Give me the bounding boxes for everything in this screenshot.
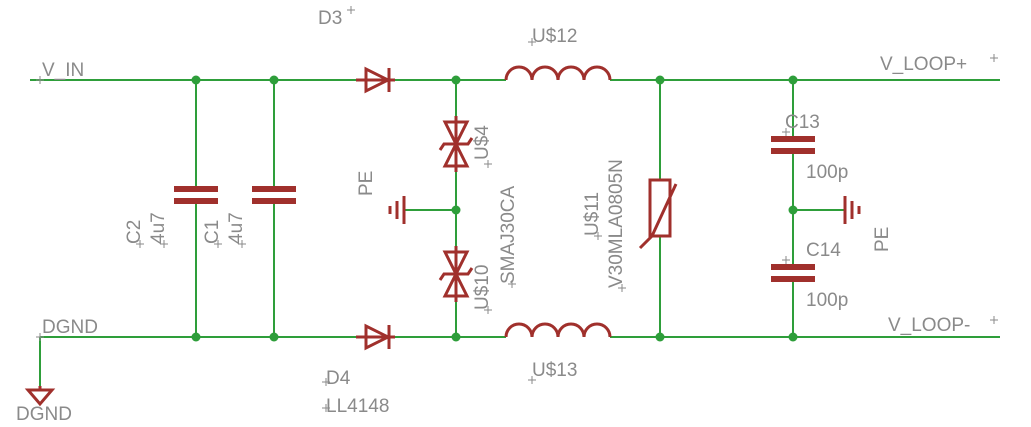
diode-d3-symbol [356, 66, 395, 94]
ground-label-dgnd: DGND [16, 404, 72, 425]
inductor-u12-symbol [504, 65, 612, 81]
net-label-v-loop-minus: V_LOOP- [888, 315, 970, 336]
label-c13-value: 100p [806, 162, 848, 183]
label-d4-value: LL4148 [326, 396, 389, 417]
label-u11-name: U$11 [582, 192, 603, 236]
net-label-dgnd: DGND [42, 317, 98, 338]
label-u12-name: U$12 [532, 26, 577, 47]
capacitor-c1-symbol [252, 186, 296, 204]
label-tvs-value: SMAJ30CA [498, 185, 519, 284]
label-d4-name: D4 [326, 368, 351, 389]
label-c1-name: C1 [202, 220, 223, 244]
capacitor-c14-symbol [771, 264, 815, 282]
varistor-u11-symbol [638, 178, 678, 250]
pe-left-ground-symbol [388, 196, 406, 224]
label-c2-name: C2 [124, 220, 145, 244]
net-label-v-in: V_IN [42, 60, 84, 81]
label-d3-name: D3 [318, 8, 342, 29]
inductor-u13-symbol [504, 322, 612, 338]
diode-d4-symbol [356, 323, 395, 351]
label-c14-name: C14 [806, 240, 841, 261]
origin-crosses [36, 6, 998, 412]
junctions [191, 75, 798, 342]
pe-right-ground-symbol [843, 196, 861, 224]
label-c2-value: 4u7 [148, 212, 169, 244]
label-c14-value: 100p [806, 290, 848, 311]
tvs-u4-symbol [438, 116, 474, 172]
dgnd-ground-symbol [24, 386, 56, 407]
label-c1-value: 4u7 [226, 212, 247, 244]
capacitor-c2-symbol [174, 186, 218, 204]
label-varistor-value: V30MLA0805N [606, 159, 627, 288]
net-label-v-loop-plus: V_LOOP+ [880, 54, 967, 75]
ground-label-pe-left: PE [356, 171, 377, 196]
capacitor-c13-symbol [771, 136, 815, 154]
tvs-u10-symbol [438, 246, 474, 302]
label-u4-name: U$4 [472, 125, 493, 160]
label-c13-name: C13 [785, 112, 820, 133]
label-u10-name: U$10 [472, 265, 493, 310]
label-u13-name: U$13 [532, 360, 577, 381]
ground-label-pe-right: PE [872, 227, 893, 252]
